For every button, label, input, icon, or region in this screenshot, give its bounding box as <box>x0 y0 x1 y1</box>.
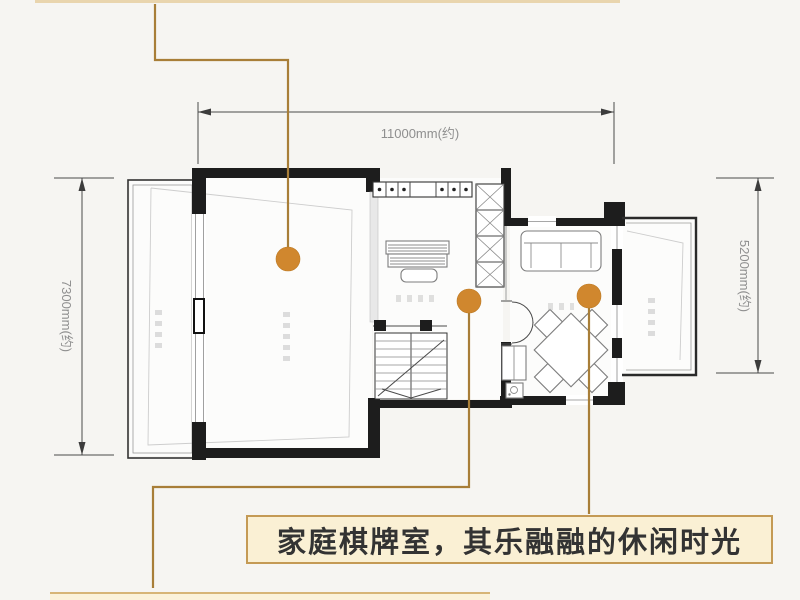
double-door <box>501 300 534 345</box>
room-label-illegible <box>396 295 440 302</box>
card-table-set <box>533 308 609 394</box>
dimension-right: 5200mm(约) <box>716 177 774 374</box>
dimension-left-label: 7300mm(约) <box>59 280 74 352</box>
left-window-band <box>192 213 206 423</box>
callout-dot-middle-room <box>456 288 482 314</box>
stairs <box>373 320 448 400</box>
room-label-illegible <box>548 303 574 310</box>
top-window-band <box>372 181 473 198</box>
callouts <box>151 4 602 588</box>
wardrobe-x-cabinet <box>475 183 505 288</box>
dimension-right-label: 5200mm(约) <box>737 240 752 312</box>
caption-text: 家庭棋牌室，其乐融融的休闲时光 <box>276 526 742 559</box>
callout-line-big-room <box>153 4 290 248</box>
dimension-top: 11000mm(约) <box>197 102 615 164</box>
cropped-caption-box-top-edge <box>35 0 620 3</box>
glass-partition <box>369 191 379 323</box>
room-label-illegible <box>155 310 162 354</box>
balcony-outline <box>622 216 698 377</box>
stair-arrow <box>381 388 442 399</box>
cropped-caption-box-bottom-edge <box>50 592 490 600</box>
dimension-left: 7300mm(约) <box>54 177 114 456</box>
desk <box>385 240 450 283</box>
side-cabinet <box>501 345 527 399</box>
room-label-illegible <box>283 312 290 364</box>
callout-dot-big-room <box>275 246 301 272</box>
callout-dot-games-room <box>576 283 602 309</box>
callout-line-middle-room <box>151 313 471 588</box>
dimension-top-label: 11000mm(约) <box>381 126 460 141</box>
stair-direction-line <box>377 339 445 397</box>
caption-box: 家庭棋牌室，其乐融融的休闲时光 <box>246 515 773 564</box>
window-openings <box>528 216 623 405</box>
sloped-ceiling-lines <box>147 187 684 446</box>
room-label-illegible <box>648 298 655 340</box>
stool <box>400 268 438 283</box>
sofa <box>520 230 602 272</box>
window-mullion <box>193 298 205 334</box>
